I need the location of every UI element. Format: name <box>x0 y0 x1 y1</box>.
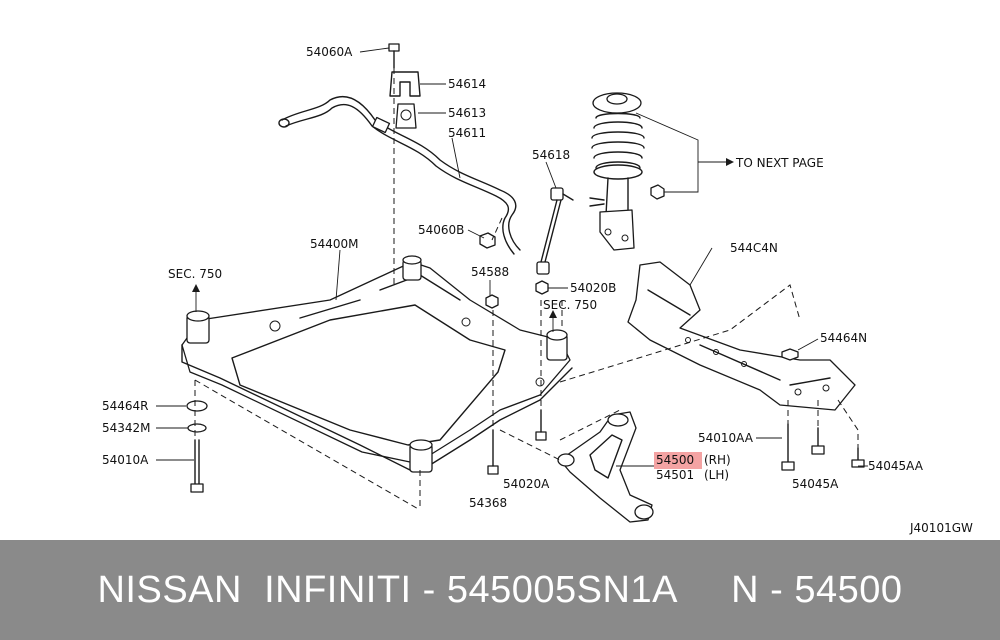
label-to-next-page: TO NEXT PAGE <box>735 156 824 170</box>
label-54020A: 54020A <box>503 477 550 491</box>
label-54045AA: 54045AA <box>868 459 924 473</box>
bolt-54020A <box>535 409 547 441</box>
label-54501-side: (LH) <box>704 468 729 482</box>
label-54368: 54368 <box>469 496 507 510</box>
label-sec750-right: SEC. 750 <box>543 298 597 312</box>
label-leaders <box>156 47 868 467</box>
label-54464N: 54464N <box>820 331 867 345</box>
label-54500: 54500 <box>656 453 694 467</box>
bolt-54010AA <box>781 423 795 471</box>
label-sec750-left: SEC. 750 <box>168 267 222 281</box>
bolt-54588 <box>485 294 499 309</box>
bolt-54045AA <box>851 447 865 468</box>
dashed-guides <box>194 68 859 511</box>
sec750-arrow-right <box>549 310 557 332</box>
sec750-arrow-left <box>192 284 200 312</box>
nut-54060B <box>479 232 496 249</box>
label-54010AA: 54010AA <box>698 431 754 445</box>
stabilizer-clamp <box>389 71 421 97</box>
suspension-member <box>181 261 573 471</box>
label-54020B: 54020B <box>570 281 616 295</box>
washer-54464N <box>781 348 799 361</box>
label-54614: 54614 <box>448 77 486 91</box>
part-number-text: NISSAN INFINITI - 545005SN1A N - 54500 <box>97 569 903 611</box>
stabilizer-bushing <box>395 103 417 129</box>
label-54618: 54618 <box>532 148 570 162</box>
label-54611: 54611 <box>448 126 486 140</box>
bolt-54045A <box>811 427 825 455</box>
diagram-ref-code: J40101GW <box>909 521 973 535</box>
clamp-bolt <box>388 43 400 69</box>
label-544C4N: 544C4N <box>730 241 778 255</box>
label-54060A: 54060A <box>306 45 353 59</box>
to-next-page-bracket <box>635 112 734 193</box>
member-mounts <box>186 255 568 473</box>
label-54342M: 54342M <box>102 421 151 435</box>
label-54400M: 54400M <box>310 237 359 251</box>
label-54464R: 54464R <box>102 399 149 413</box>
transverse-link <box>557 411 654 523</box>
label-54060B: 54060B <box>418 223 464 237</box>
label-54045A: 54045A <box>792 477 839 491</box>
strut-assembly <box>589 92 665 251</box>
label-54500-side: (RH) <box>704 453 731 467</box>
stabilizer-link <box>536 187 574 275</box>
stabilizer-bar <box>278 95 521 255</box>
nut-54020B <box>535 280 549 295</box>
bolt-54368 <box>487 429 499 475</box>
bolt-54010A <box>186 400 208 493</box>
part-number-banner: NISSAN INFINITI - 545005SN1A N - 54500 <box>0 540 1000 640</box>
suspension-diagram: 54060A 54614 54613 54611 54618 TO NEXT P… <box>102 43 973 535</box>
label-54588: 54588 <box>471 265 509 279</box>
label-54613: 54613 <box>448 106 486 120</box>
label-54501: 54501 <box>656 468 694 482</box>
member-reinforcement <box>627 261 856 411</box>
part-highlight-54500 <box>654 452 702 469</box>
label-54010A: 54010A <box>102 453 149 467</box>
